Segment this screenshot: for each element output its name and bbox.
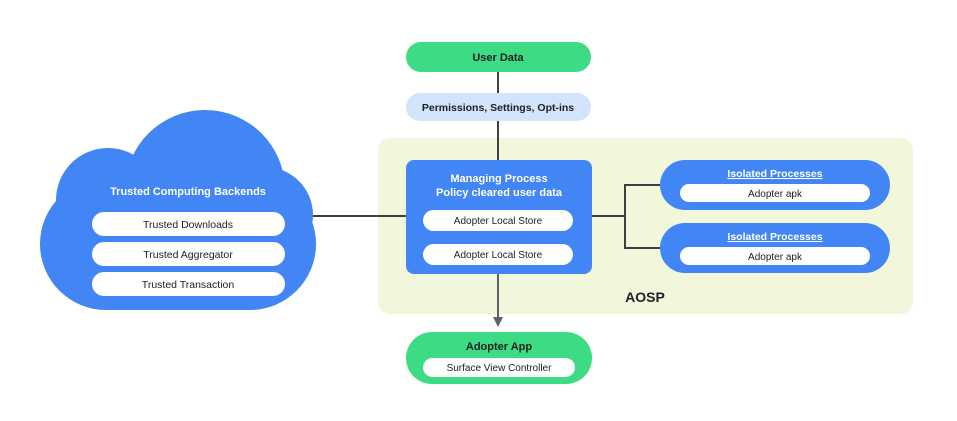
aosp-label: AOSP <box>625 289 665 305</box>
cloud-title: Trusted Computing Backends <box>110 186 266 198</box>
connector-branch-lower <box>624 216 660 249</box>
local-store-label: Adopter Local Store <box>454 216 543 227</box>
cloud-item: Trusted Aggregator <box>92 242 285 266</box>
managing-process-subtitle: Policy cleared user data <box>436 187 563 199</box>
isolated-processes-node: Isolated Processes Adopter apk <box>660 160 890 210</box>
adopter-app-node: Adopter App Surface View Controller <box>406 332 592 384</box>
connector-managing-to-isolated <box>592 184 660 217</box>
user-data-pill <box>406 42 591 72</box>
managing-process-node: Managing Process Policy cleared user dat… <box>406 160 592 274</box>
isolated-processes-title: Isolated Processes <box>727 231 822 243</box>
local-store-label: Adopter Local Store <box>454 250 543 261</box>
surface-view-controller-label: Surface View Controller <box>447 363 553 374</box>
permissions-pill <box>406 93 591 121</box>
user-data-node: User Data <box>406 42 591 72</box>
cloud-item: Trusted Transaction <box>92 272 285 296</box>
isolated-processes-title: Isolated Processes <box>727 168 822 180</box>
adopter-apk-label: Adopter apk <box>748 252 803 263</box>
isolated-processes-node: Isolated Processes Adopter apk <box>660 223 890 273</box>
user-data-label: User Data <box>472 52 524 64</box>
local-store-item: Adopter Local Store <box>423 244 573 265</box>
adopter-app-title: Adopter App <box>466 341 532 353</box>
adopter-apk-pill <box>680 184 870 202</box>
cloud-item-label: Trusted Transaction <box>142 279 235 291</box>
cloud-item: Trusted Downloads <box>92 212 285 236</box>
local-store-item: Adopter Local Store <box>423 210 573 231</box>
trusted-computing-cloud: Trusted Computing Backends Trusted Downl… <box>40 110 316 310</box>
cloud-item-label: Trusted Aggregator <box>143 249 233 261</box>
adopter-apk-pill <box>680 247 870 265</box>
permissions-label: Permissions, Settings, Opt-ins <box>422 102 574 114</box>
surface-view-controller-pill <box>423 358 575 377</box>
managing-process-title: Managing Process <box>450 173 547 185</box>
adopter-apk-label: Adopter apk <box>748 189 803 200</box>
permissions-node: Permissions, Settings, Opt-ins <box>406 93 591 121</box>
cloud-item-label: Trusted Downloads <box>143 219 233 231</box>
